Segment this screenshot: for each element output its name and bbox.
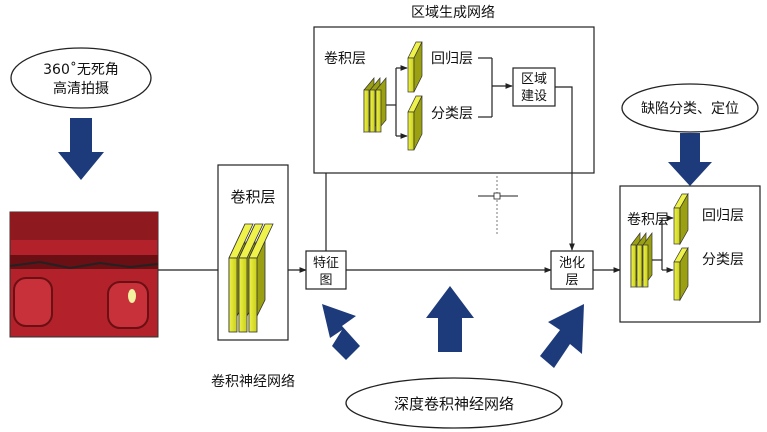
inspection-photo — [9, 211, 159, 338]
defect-callout: 缺陷分类、定位 — [621, 83, 759, 133]
diagonal-up-arrow-icon — [540, 304, 584, 368]
output-regression-label: 回归层 — [702, 207, 744, 224]
pooling-node: 池化 层 — [550, 250, 594, 290]
cnn-caption: 卷积神经网络 — [211, 374, 295, 390]
output-classification-label: 分类层 — [702, 252, 744, 268]
region-build-node — [512, 67, 556, 107]
capture-callout-line2: 高清拍摄 — [53, 80, 109, 97]
output-regression-layer-icon — [673, 192, 689, 246]
crosshair-icon — [478, 176, 518, 236]
output-box: 卷积层 回归层 分类层 — [619, 185, 761, 323]
capture-callout: 360˚无死角 高清拍摄 — [10, 47, 152, 109]
rpn-regression-label: 回归层 — [431, 50, 473, 67]
cnn-conv-label: 卷积层 — [230, 188, 275, 206]
output-classification-layer-icon — [673, 246, 689, 302]
output-conv-stack-icon — [630, 231, 653, 289]
cnn-box: 卷积层 — [217, 164, 289, 341]
rpn-conv-label: 卷积层 — [324, 51, 366, 67]
region-build-line1: 区域 — [521, 72, 547, 87]
up-arrow-icon — [426, 286, 474, 352]
feature-map-node: 特征 图 — [305, 250, 347, 290]
rpn-conv-stack-icon — [363, 77, 387, 133]
rpn-classification-layer-icon — [407, 95, 423, 151]
diagonal-up-arrow-icon — [322, 304, 360, 360]
deep-cnn-callout: 深度卷积神经网络 — [345, 377, 563, 429]
rpn-title: 区域生成网络 — [411, 5, 495, 21]
pooling-line2: 层 — [565, 273, 578, 288]
output-conv-label: 卷积层 — [627, 212, 669, 228]
feature-map-line2: 图 — [319, 273, 332, 288]
cnn-layer-stack-icon — [228, 223, 274, 333]
feature-map-line1: 特征 — [313, 256, 339, 271]
deep-cnn-label: 深度卷积神经网络 — [394, 395, 514, 413]
down-arrow-icon — [58, 118, 104, 180]
capture-callout-line1: 360˚无死角 — [43, 61, 119, 78]
rpn-classification-label: 分类层 — [431, 106, 473, 122]
defect-callout-label: 缺陷分类、定位 — [641, 101, 739, 117]
region-build-line2: 建设 — [521, 89, 547, 104]
pooling-line1: 池化 — [559, 256, 585, 271]
down-arrow-icon — [668, 133, 712, 186]
rpn-regression-layer-icon — [407, 41, 423, 93]
rpn-box: 卷积层 回归层 分类层 区 — [313, 26, 595, 174]
